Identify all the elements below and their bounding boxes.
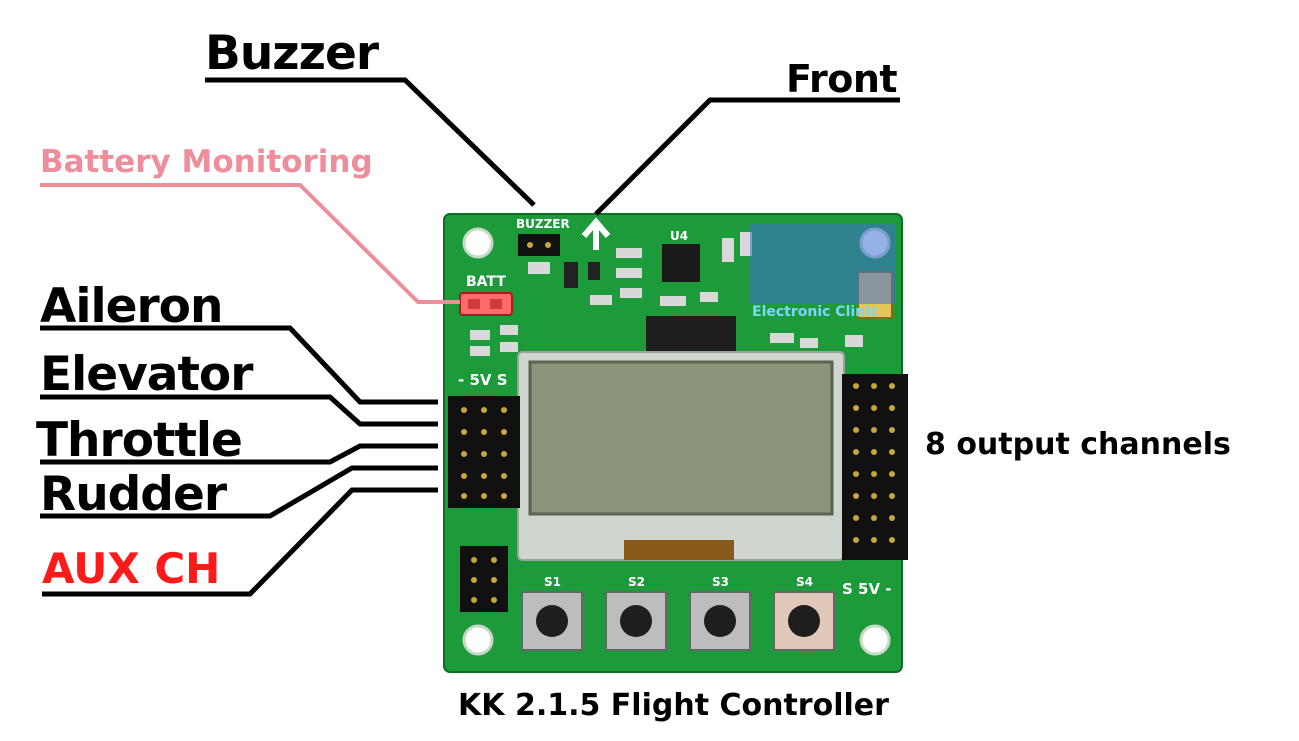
silk-s2: S2 [628, 575, 645, 589]
silk-s4: S4 [796, 575, 813, 589]
front-line [594, 97, 900, 216]
silk-buzzer: BUZZER [516, 217, 570, 231]
output-header [842, 374, 908, 560]
aux-header [460, 546, 508, 612]
silk-batt: BATT [466, 274, 506, 290]
silk-s1: S1 [544, 575, 561, 589]
smd-components [470, 232, 863, 356]
push-buttons [521, 591, 835, 651]
elevator-label: Elevator [40, 347, 253, 402]
aileron-label: Aileron [40, 279, 223, 334]
silk-power-right: S 5V - [842, 580, 892, 598]
aileron-line [40, 325, 438, 405]
battery-monitoring-label: Battery Monitoring [40, 144, 373, 180]
output-channels-label: 8 output channels [925, 427, 1231, 462]
silk-watermark: Electronic Clinic [752, 304, 878, 320]
front-arrow [581, 217, 611, 250]
aux-ch-label: AUX CH [42, 544, 221, 593]
silk-chip: U4 [670, 229, 688, 243]
chip-main [646, 316, 736, 352]
buzzer-label: Buzzer [205, 26, 379, 81]
battery-line [40, 183, 460, 304]
lcd-ribbon [624, 540, 734, 560]
silk-power-left: - 5V S [458, 371, 508, 389]
rudder-line [40, 465, 438, 519]
battery-connector [459, 292, 513, 316]
buzzer-line [205, 77, 536, 207]
throttle-line [40, 443, 438, 465]
leader-lines [40, 77, 900, 597]
elevator-line [40, 394, 438, 427]
front-label: Front [786, 57, 898, 101]
throttle-label: Throttle [36, 413, 243, 468]
aux-line [42, 487, 438, 597]
caption: KK 2.1.5 Flight Controller [458, 688, 889, 723]
lcd-screen [528, 360, 834, 516]
rudder-label: Rudder [40, 467, 227, 522]
mount-hole-br [859, 624, 891, 656]
chip-u4 [662, 244, 700, 282]
silk-s3: S3 [712, 575, 729, 589]
mount-hole-bl [462, 624, 494, 656]
mount-hole-tl [462, 227, 494, 259]
buzzer-header [518, 234, 560, 256]
watermark-logo [750, 224, 896, 304]
